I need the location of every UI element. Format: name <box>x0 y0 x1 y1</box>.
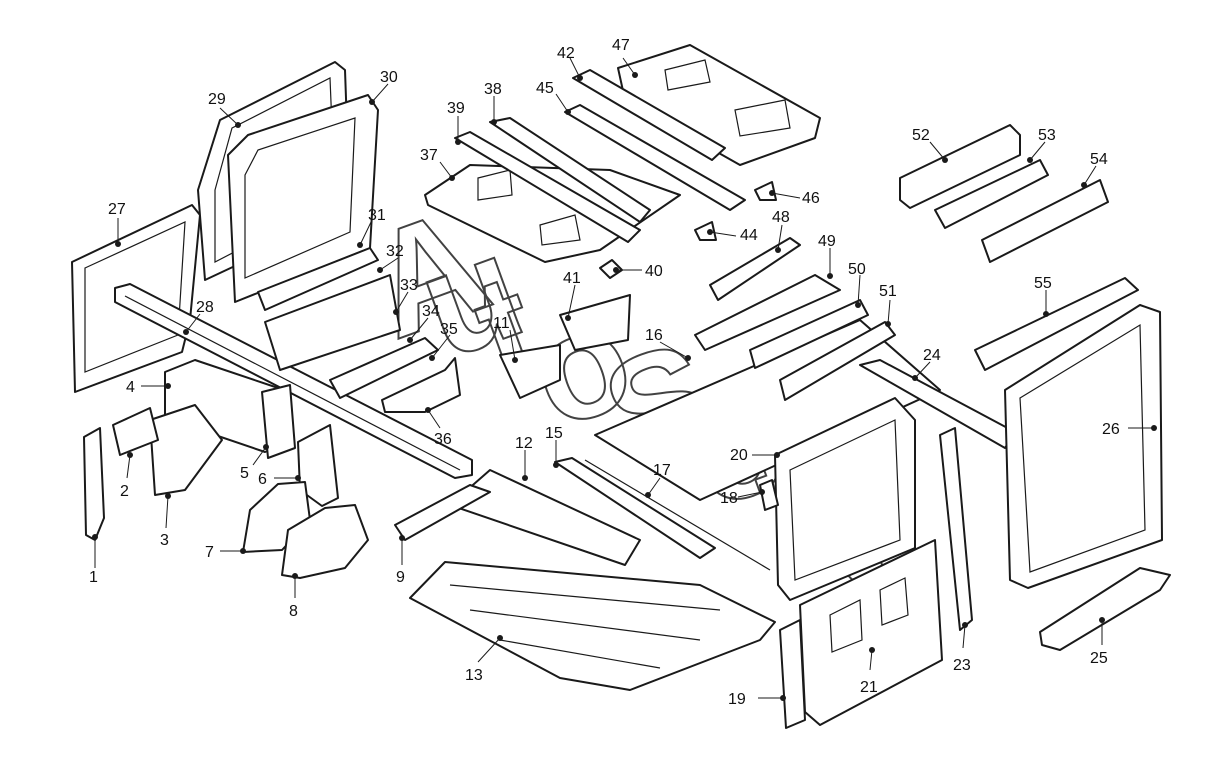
part-54-panel <box>981 179 1109 263</box>
callout-39: 39 <box>447 100 465 117</box>
part-31-rail <box>257 247 379 311</box>
callout-40: 40 <box>645 263 663 280</box>
part-26-door-frame <box>1004 304 1163 589</box>
callout-26: 26 <box>1102 421 1120 438</box>
callout-18: 18 <box>720 490 738 507</box>
callout-41: 41 <box>563 270 581 287</box>
callout-50: 50 <box>848 261 866 278</box>
callout-33: 33 <box>400 277 418 294</box>
part-9-rear-step <box>394 484 491 541</box>
part-52-panel <box>899 124 1021 209</box>
part-2-small-bracket <box>112 407 159 456</box>
callout-21: 21 <box>860 679 878 696</box>
callout-48: 48 <box>772 209 790 226</box>
part-3-quarter-piece <box>149 404 223 496</box>
callout-37: 37 <box>420 147 438 164</box>
callout-24: 24 <box>923 347 941 364</box>
part-5-bracket <box>261 384 296 459</box>
callout-47: 47 <box>612 37 630 54</box>
callout-45: 45 <box>536 80 554 97</box>
part-12-floor-sill <box>449 469 641 566</box>
callout-42: 42 <box>557 45 575 62</box>
part-45-tunnel-member <box>564 104 746 211</box>
part-20-partition-frame <box>774 397 916 601</box>
callout-5: 5 <box>240 465 249 482</box>
part-55-roof-rail <box>974 277 1139 371</box>
part-23-pillar <box>939 427 973 631</box>
callout-1: 1 <box>89 569 98 586</box>
part-53-panel <box>934 159 1049 229</box>
callout-49: 49 <box>818 233 836 250</box>
part-39-floor-member <box>454 131 641 243</box>
part-48-cross-member <box>709 237 801 301</box>
callout-34: 34 <box>422 303 440 320</box>
parts <box>71 44 1171 729</box>
callout-6: 6 <box>258 471 267 488</box>
part-33-rail <box>264 274 401 371</box>
part-36-cross-member <box>381 357 461 413</box>
part-41-bracket <box>559 294 631 351</box>
part-30-window-frame <box>227 94 379 303</box>
callout-44: 44 <box>740 227 758 244</box>
part-1-pillar <box>83 427 105 541</box>
callout-8: 8 <box>289 603 298 620</box>
callout-25: 25 <box>1090 650 1108 667</box>
part-25-lower-sill <box>1039 567 1171 651</box>
callout-29: 29 <box>208 91 226 108</box>
part-38-floor-member <box>489 117 651 223</box>
callout-54: 54 <box>1090 151 1108 168</box>
callout-55: 55 <box>1034 275 1052 292</box>
part-49-cross-member <box>694 274 841 351</box>
callout-4: 4 <box>126 379 135 396</box>
callout-32: 32 <box>386 243 404 260</box>
callout-2: 2 <box>120 483 129 500</box>
callout-17: 17 <box>653 462 671 479</box>
part-44-bracket <box>694 221 717 241</box>
part-8-wheel-housing <box>281 504 369 579</box>
callout-11: 11 <box>493 315 510 332</box>
part-17-seat-rail <box>584 459 771 571</box>
callout-7: 7 <box>205 544 214 561</box>
callout-36: 36 <box>434 431 452 448</box>
part-50-cross-member <box>749 299 869 369</box>
callout-12: 12 <box>515 435 533 452</box>
callout-52: 52 <box>912 127 930 144</box>
part-18-clip <box>759 479 779 511</box>
callout-13: 13 <box>465 667 483 684</box>
callout-30: 30 <box>380 69 398 86</box>
callout-27: 27 <box>108 201 126 218</box>
callout-9: 9 <box>396 569 405 586</box>
callout-15: 15 <box>545 425 563 442</box>
callout-46: 46 <box>802 190 820 207</box>
callout-23: 23 <box>953 657 971 674</box>
callout-19: 19 <box>728 691 746 708</box>
callout-31: 31 <box>368 207 386 224</box>
callout-51: 51 <box>879 283 897 300</box>
part-42-tunnel-member <box>572 69 726 161</box>
callout-16: 16 <box>645 327 663 344</box>
callout-3: 3 <box>160 532 169 549</box>
callout-53: 53 <box>1038 127 1056 144</box>
callout-38: 38 <box>484 81 502 98</box>
callouts: 1 2 3 4 5 6 7 8 9 11 <box>89 37 1157 708</box>
callout-28: 28 <box>196 299 214 316</box>
part-19-side-panel <box>779 619 806 729</box>
callout-35: 35 <box>440 321 458 338</box>
part-15-seat-rail <box>554 457 716 559</box>
callout-20: 20 <box>730 447 748 464</box>
part-51-cross-member <box>779 321 896 401</box>
